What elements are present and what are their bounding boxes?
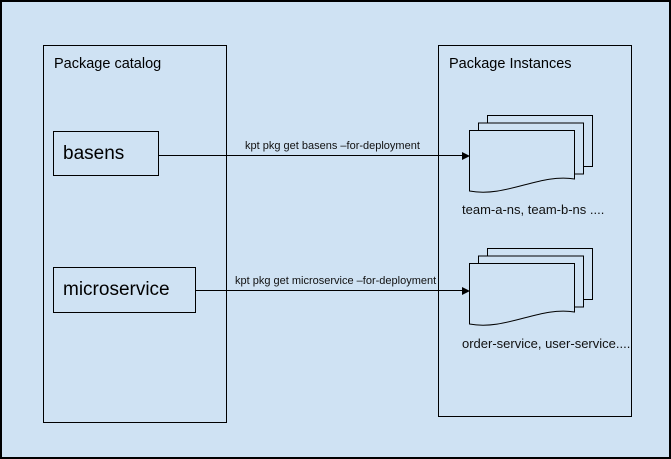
package-instances-box: Package Instances — [438, 45, 632, 417]
arrow-label-basens: kpt pkg get basens –for-deployment — [245, 140, 420, 152]
package-label-microservice: microservice — [63, 279, 170, 300]
document-page-front — [469, 263, 575, 326]
document-page-front — [469, 130, 575, 193]
stack-caption-services: order-service, user-service.... — [462, 336, 631, 351]
package-label-basens: basens — [63, 142, 125, 164]
package-instances-title: Package Instances — [449, 56, 572, 72]
arrow-line-microservice — [196, 290, 463, 291]
package-box-microservice: microservice — [53, 267, 196, 313]
stack-caption-team: team-a-ns, team-b-ns .... — [462, 202, 605, 217]
arrow-label-microservice: kpt pkg get microservice –for-deployment — [235, 275, 437, 287]
package-box-basens: basens — [53, 131, 159, 176]
arrow-head-icon — [462, 286, 470, 295]
package-catalog-box: Package catalog — [43, 45, 227, 423]
document-stack-icon — [469, 248, 593, 326]
arrow-line-basens — [159, 155, 463, 156]
package-catalog-title: Package catalog — [54, 56, 162, 72]
arrow-head-icon — [462, 151, 470, 160]
document-stack-icon — [469, 115, 593, 193]
